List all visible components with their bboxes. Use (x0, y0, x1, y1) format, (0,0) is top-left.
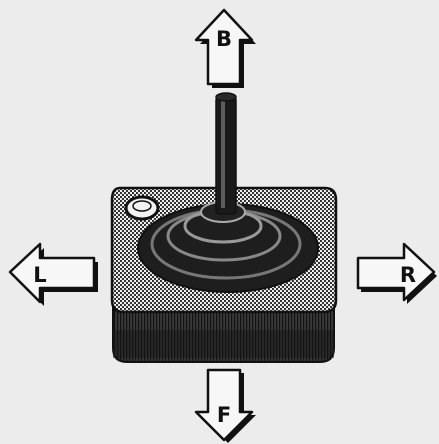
arrow-left-icon: L (8, 242, 98, 306)
joystick-stick (215, 95, 237, 215)
arrow-right-icon: R (356, 242, 437, 304)
arrow-up-label: B (216, 27, 232, 51)
arrow-up-icon: B (194, 8, 256, 88)
arrow-down-label: F (217, 403, 231, 427)
arrow-right-label: R (400, 263, 416, 287)
joystick-base-lower-band (113, 330, 334, 358)
fire-button (124, 195, 160, 221)
arrow-down-icon: F (194, 368, 256, 443)
joystick-icon (110, 92, 338, 363)
arrow-left-label: L (33, 263, 46, 287)
